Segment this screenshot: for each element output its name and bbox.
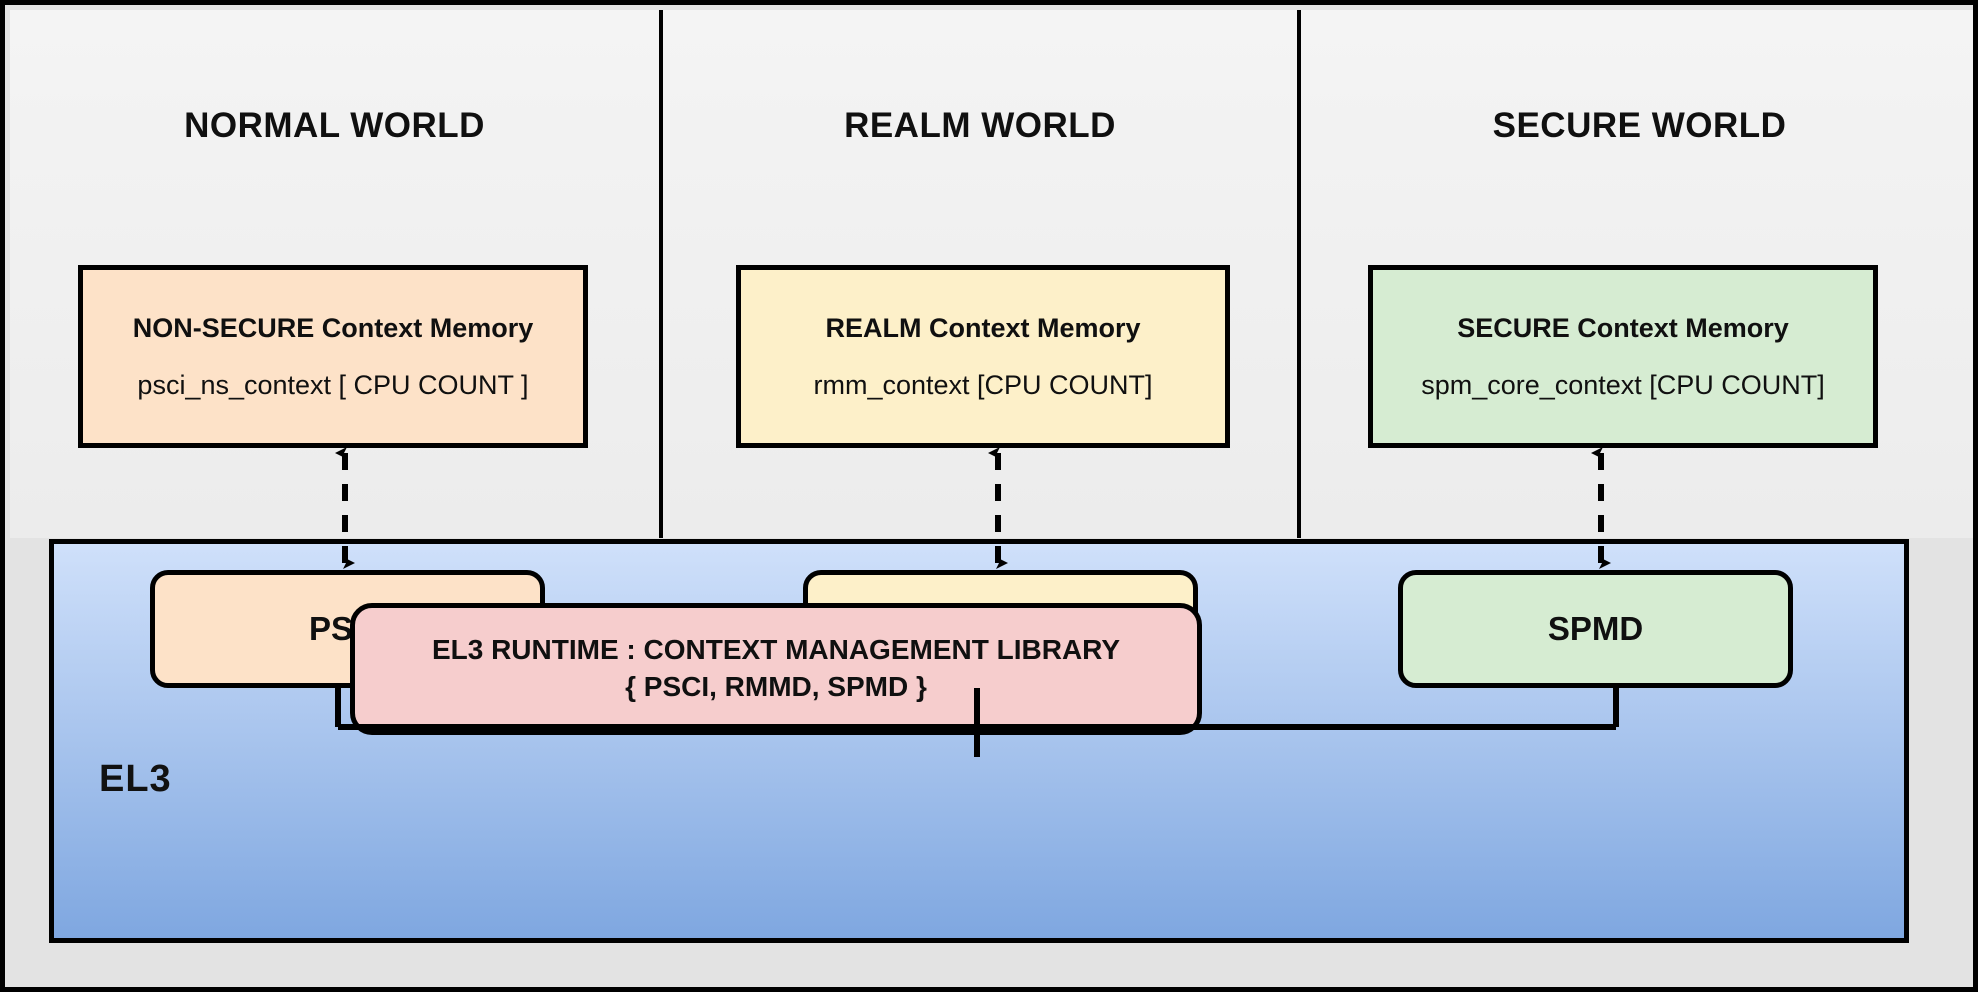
world-divider-right: [1297, 10, 1301, 538]
el3-runtime-library-box[interactable]: EL3 RUNTIME : CONTEXT MANAGEMENT LIBRARY…: [350, 603, 1202, 735]
world-title-normal: NORMAL WORLD: [184, 106, 485, 145]
dispatcher-label-spmd: SPMD: [1547, 610, 1644, 647]
context-memory-box-non-secure: NON-SECURE Context Memory psci_ns_contex…: [78, 265, 588, 448]
dispatcher-box-spmd[interactable]: SPMD: [1398, 570, 1793, 688]
runtime-library-line-2: { PSCI, RMMD, SPMD }: [625, 671, 927, 702]
el3-label: EL3: [99, 758, 172, 800]
context-memory-box-secure: SECURE Context Memory spm_core_context […: [1368, 265, 1878, 448]
context-memory-box-realm: REALM Context Memory rmm_context [CPU CO…: [736, 265, 1230, 448]
world-title-secure: SECURE WORLD: [1492, 106, 1787, 145]
context-memory-title-realm: REALM Context Memory: [825, 312, 1141, 343]
world-column-normal: NORMAL WORLD: [10, 10, 659, 538]
world-column-realm: REALM WORLD: [663, 10, 1297, 538]
context-memory-subtitle-non-secure: psci_ns_context [ CPU COUNT ]: [137, 369, 529, 400]
context-memory-title-non-secure: NON-SECURE Context Memory: [132, 312, 534, 343]
world-divider-left: [659, 10, 663, 538]
context-memory-title-secure: SECURE Context Memory: [1457, 312, 1789, 343]
runtime-library-line-1: EL3 RUNTIME : CONTEXT MANAGEMENT LIBRARY: [431, 634, 1121, 666]
context-memory-subtitle-secure: spm_core_context [CPU COUNT]: [1421, 369, 1825, 400]
worlds-strip: NORMAL WORLD REALM WORLD SECURE WORLD NO…: [10, 10, 1973, 538]
world-column-secure: SECURE WORLD: [1301, 10, 1973, 538]
context-memory-subtitle-realm: rmm_context [CPU COUNT]: [813, 369, 1153, 400]
world-title-realm: REALM WORLD: [844, 106, 1116, 145]
